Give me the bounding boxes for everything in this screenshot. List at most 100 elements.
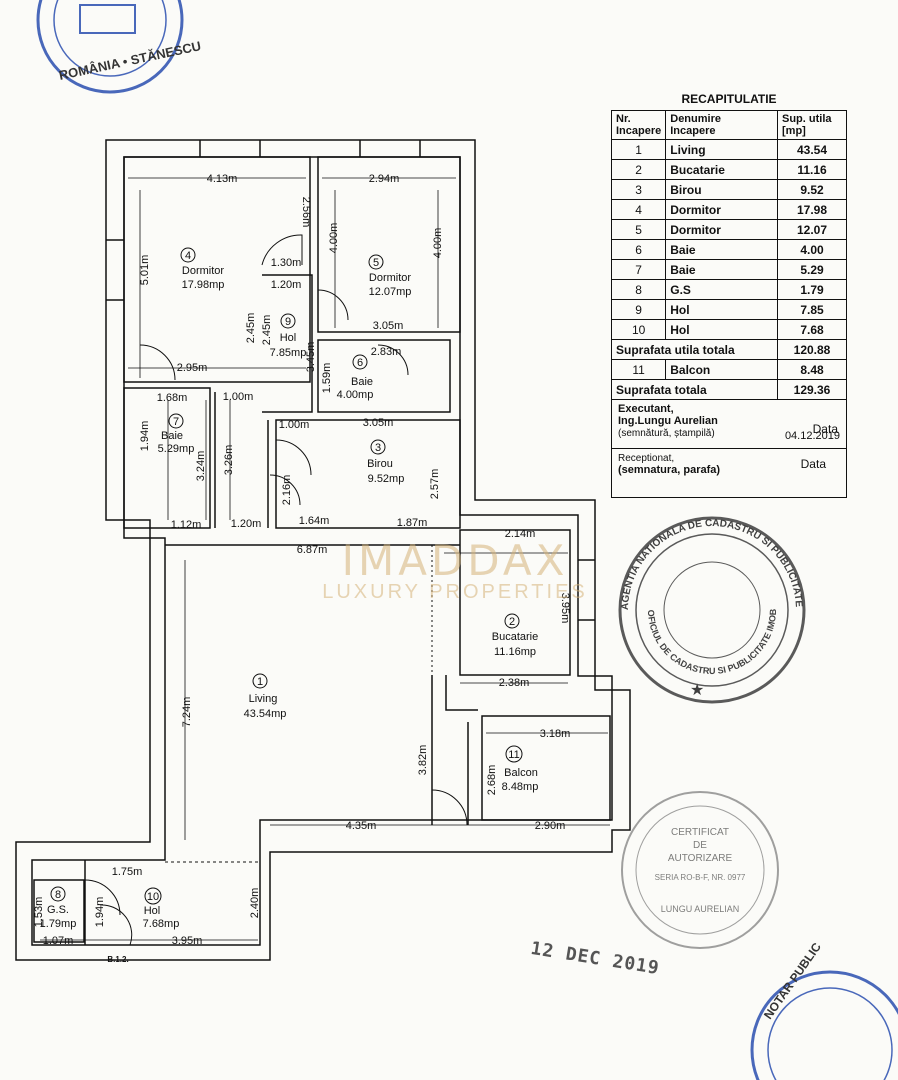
dimension-label: 2.45m xyxy=(245,313,257,344)
room-number: 11 xyxy=(508,749,519,761)
recap-row-name: Hol xyxy=(665,319,778,340)
recap-row-name: Dormitor xyxy=(665,199,778,220)
room-number: 6 xyxy=(357,357,363,369)
room-area: 17.98mp xyxy=(182,279,225,291)
recap-row-value: 12.07 xyxy=(777,219,847,240)
data-label: Data xyxy=(812,422,838,436)
execution-date: 04.12.2019 xyxy=(784,430,840,442)
recap-row-name: Birou xyxy=(665,179,778,200)
room-name: Balcon xyxy=(504,767,538,779)
room-name: Dormitor xyxy=(182,265,225,277)
data-label-2: Data xyxy=(800,457,826,471)
walls xyxy=(15,139,631,961)
recap-header-row: Nr. Incapere Denumire Incapere Sup. util… xyxy=(610,110,847,140)
dimension-label: 3.45m xyxy=(305,342,317,373)
signature-box: Executant, Ing.Lungu Aurelian (semnătură… xyxy=(611,400,847,498)
room-area: 43.54mp xyxy=(244,708,287,720)
recap-util-total-label: Suprafata utila totala xyxy=(611,339,778,360)
room-name: Hol xyxy=(144,905,161,917)
recap-total-value: 129.36 xyxy=(777,379,847,400)
receptionat-sub: (semnatura, parafa) xyxy=(618,464,721,476)
room-number: 8 xyxy=(55,889,61,901)
room-number: 3 xyxy=(375,442,381,454)
room-name: Baie xyxy=(161,430,183,442)
recap-row-value: 4.00 xyxy=(777,239,847,260)
receptionat-row: Receptionat, (semnatura, parafa) Data xyxy=(612,448,846,497)
dimension-label: 2.16m xyxy=(281,475,293,506)
room-area: 12.07mp xyxy=(369,286,412,298)
recap-row-nr: 8 xyxy=(610,279,667,300)
dimension-label: 4.35m xyxy=(346,820,377,832)
room-name: Bucatarie xyxy=(492,631,538,643)
stamp-text: NOTAR PUBLIC xyxy=(761,940,824,1022)
recap-row-nr: 1 xyxy=(610,139,667,160)
dimension-label: 1.87m xyxy=(397,517,428,529)
dimension-label: 3.05m xyxy=(373,320,404,332)
dimension-label: 1.68m xyxy=(157,392,188,404)
dimension-label: 2.14m xyxy=(505,528,536,540)
recap-grid: Nr. Incapere Denumire Incapere Sup. util… xyxy=(610,110,847,400)
recap-row-name: G.S xyxy=(665,279,778,300)
executant-row: Executant, Ing.Lungu Aurelian (semnătură… xyxy=(612,400,846,448)
recap-row-nr: 3 xyxy=(610,179,667,200)
recap-title: RECAPITULATIE xyxy=(681,92,777,106)
dimension-label: 6.87m xyxy=(297,544,328,556)
dimension-label: 1.94m xyxy=(139,421,151,452)
certificate-stamp: CERTIFICAT DE AUTORIZARE SERIA RO-B-F, N… xyxy=(621,791,779,949)
dimension-label: 3.24m xyxy=(195,451,207,482)
recap-row-nr: 2 xyxy=(610,159,667,180)
dimension-label: 1.59m xyxy=(321,363,333,394)
stamp-text: SERIA RO-B-F, NR. 0977 xyxy=(655,873,746,882)
recap-total-label: Suprafata totala xyxy=(611,379,778,400)
recap-row-name: Bucatarie xyxy=(665,159,778,180)
room-area: 11.16mp xyxy=(494,646,536,658)
recap-row-name: Baie xyxy=(665,259,778,280)
recap-row-value: 17.98 xyxy=(777,199,847,220)
notary-stamp-top-left: ROMÂNIA • STĂNESCU xyxy=(36,0,202,94)
dimension-label: 1.20m xyxy=(271,279,302,291)
recap-row-nr: 6 xyxy=(610,239,667,260)
room-number: 5 xyxy=(373,257,379,269)
dimension-label: 2.90m xyxy=(535,820,566,832)
dimension-label: 7.24m xyxy=(181,697,193,728)
dimension-label: 5.01m xyxy=(139,255,151,286)
stamp-text: DE xyxy=(693,840,707,851)
dimension-label: 1.20m xyxy=(231,518,262,530)
dimension-label: 1.30m xyxy=(271,257,302,269)
executant-name: Ing.Lungu Aurelian xyxy=(618,415,718,427)
room-area: 7.85mp xyxy=(270,347,307,359)
room-name: Living xyxy=(249,693,278,705)
stamp-text: LUNGU AURELIAN xyxy=(661,904,740,914)
recap-row-value: 43.54 xyxy=(777,139,847,160)
recap-row-value: 7.85 xyxy=(777,299,847,320)
dimension-label: 3.95m xyxy=(172,935,203,947)
room-labels: 4 Dormitor 17.98mp 5 Dormitor 12.07mp 9 … xyxy=(40,247,539,930)
recap-row-nr: 5 xyxy=(610,219,667,240)
recap-util-total-value: 120.88 xyxy=(777,339,847,360)
recap-row-name: Dormitor xyxy=(665,219,778,240)
recap-row-nr: 4 xyxy=(610,199,667,220)
dimension-label: 1.00m xyxy=(279,419,310,431)
dimension-label: 1.12m xyxy=(171,519,202,531)
recap-row-name: Living xyxy=(665,139,778,160)
watermark-tagline: LUXURY PROPERTIES xyxy=(322,581,588,603)
room-area: 9.52mp xyxy=(368,473,405,485)
room-area: 7.68mp xyxy=(143,918,180,930)
dimension-label: 1.53m xyxy=(33,897,45,928)
recap-total-row: Suprafata totala 129.36 xyxy=(611,379,847,400)
dimension-labels: 4.13m 2.94m 2.56m 5.01m 4.00m 4.00m 1.30… xyxy=(33,173,571,964)
dimension-label: 2.94m xyxy=(369,173,400,185)
watermark: IMADDAX LUXURY PROPERTIES xyxy=(310,536,600,604)
room-name: Hol xyxy=(280,332,297,344)
executant-sub: (semnătură, ștampilă) xyxy=(618,428,715,439)
room-name: Dormitor xyxy=(369,272,412,284)
room-area: 8.48mp xyxy=(502,781,539,793)
dimension-label: 1.75m xyxy=(112,866,143,878)
recap-row-value: 7.68 xyxy=(777,319,847,340)
